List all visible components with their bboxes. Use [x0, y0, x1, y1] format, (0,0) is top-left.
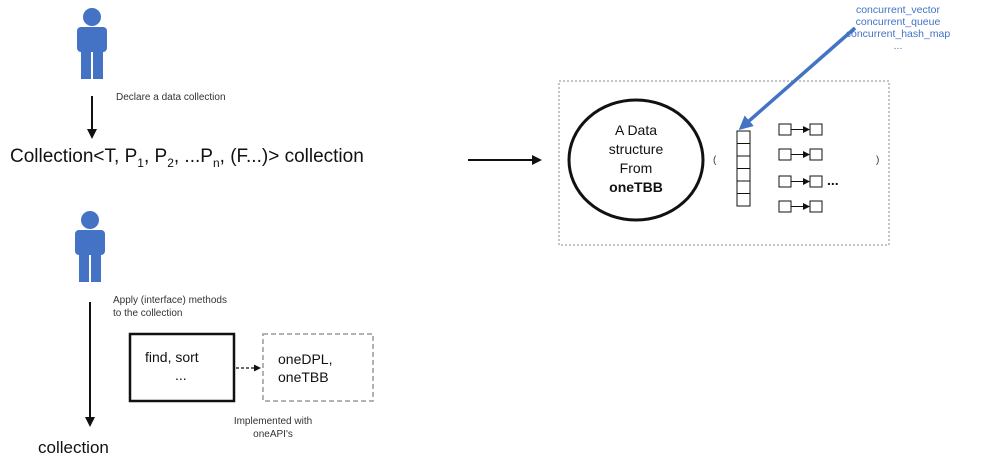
result-collection-label: collection: [38, 438, 109, 457]
impl-line-2: oneTBB: [278, 369, 329, 385]
methods-text: find, sort ...: [145, 348, 199, 384]
implementation-text: oneDPL, oneTBB: [278, 350, 332, 386]
subscript-1: 1: [137, 155, 144, 170]
array-cells: [736, 130, 751, 207]
methods-line-1: find, sort: [145, 349, 199, 365]
apply-label: Apply (interface) methods to the collect…: [113, 294, 227, 320]
ds-line-2: structure: [608, 141, 664, 157]
container-pointer-arrow: [738, 26, 857, 130]
subscript-n: n: [212, 155, 220, 170]
apply-line-1: Apply (interface) methods: [113, 295, 227, 306]
container-item: concurrent_queue: [855, 16, 941, 28]
person-icon: [77, 8, 107, 79]
ds-line-1: A Data: [614, 122, 658, 138]
declare-label: Declare a data collection: [116, 92, 226, 103]
signature-prefix: Collection<T, P: [10, 146, 138, 167]
container-item: concurrent_hash_map: [845, 28, 951, 40]
nodes-ellipsis: ...: [827, 172, 839, 188]
implemented-line-2: oneAPI's: [253, 429, 293, 440]
signature-pn: , ...P: [173, 146, 213, 167]
container-item: concurrent_vector: [855, 4, 941, 16]
data-structure-ellipse: [567, 98, 705, 222]
person-icon: [75, 211, 105, 282]
subscript-2: 2: [167, 155, 174, 170]
link-arrows: [791, 126, 810, 210]
brace-open: (: [713, 155, 717, 166]
apply-line-2: to the collection: [113, 308, 183, 319]
data-structure-label: A Data structure From oneTBB: [586, 121, 686, 197]
impl-line-1: oneDPL,: [278, 351, 333, 367]
container-item: ...: [893, 40, 903, 52]
linked-node-pairs: [778, 123, 823, 213]
methods-box: [128, 332, 236, 403]
implementation-box: [262, 333, 374, 402]
collection-signature: Collection<T, P1, P2, ...Pn, (F...)> col…: [10, 146, 364, 170]
implemented-line-1: Implemented with: [233, 416, 313, 427]
signature-p2: , P: [143, 146, 168, 167]
signature-suffix: , (F...)> collection: [219, 146, 364, 167]
container-list: concurrent_vector concurrent_queue concu…: [838, 4, 958, 52]
implemented-label: Implemented with oneAPI's: [218, 415, 328, 441]
ds-line-3: From: [619, 160, 653, 176]
ds-line-4: oneTBB: [609, 179, 663, 195]
methods-line-2: ...: [175, 367, 187, 383]
brace-close: ): [876, 155, 880, 166]
data-structure-container: [558, 80, 890, 246]
